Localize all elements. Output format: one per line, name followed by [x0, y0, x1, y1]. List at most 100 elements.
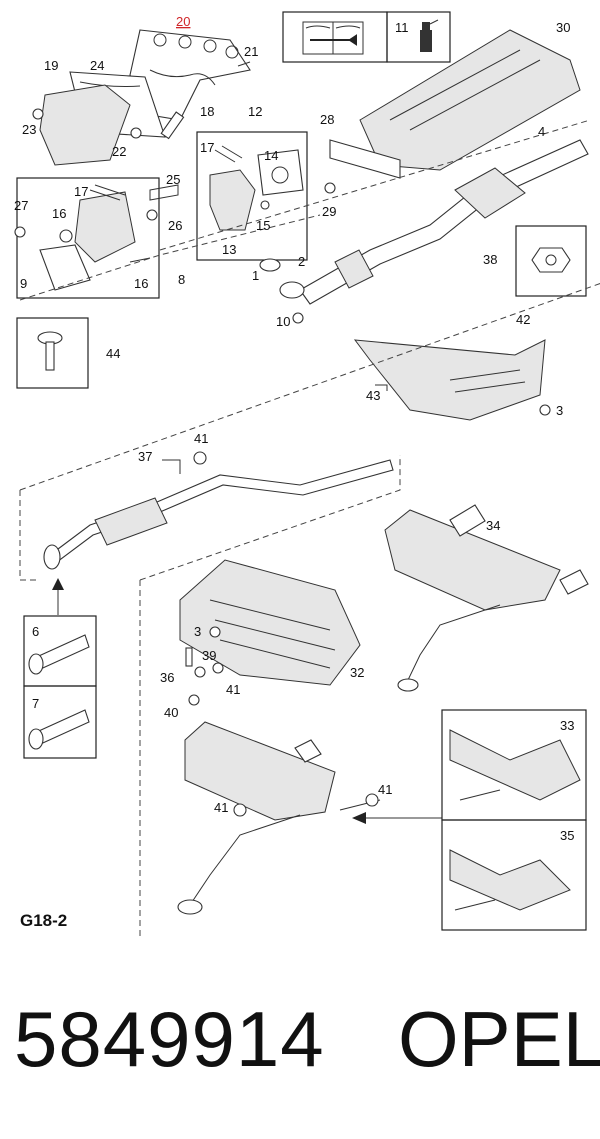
bolt-26 — [146, 209, 158, 221]
clip-3-upper — [539, 404, 551, 416]
heat-shield-30 — [359, 29, 581, 171]
clip-3-mid — [209, 626, 221, 638]
clip-43 — [375, 384, 388, 391]
bolt-44 — [37, 331, 63, 371]
rear-muffler-main — [177, 721, 381, 915]
fasteners-35-41 — [185, 647, 224, 706]
callout-2: 2 — [298, 254, 305, 269]
muffler-variant-32 — [449, 729, 581, 801]
callout-16: 16 — [52, 206, 66, 221]
callout-33: 34 — [486, 518, 500, 533]
nut-27 — [14, 226, 26, 238]
callout-20: 20 — [176, 14, 190, 29]
callout-12: 14 — [264, 148, 278, 163]
callout-14: 16 — [134, 276, 148, 291]
front-pipe-catalyst-4 — [299, 139, 589, 305]
callout-41-c: 41 — [214, 800, 228, 815]
rear-muffler-33 — [384, 504, 589, 692]
callout-28: 28 — [320, 112, 334, 127]
gasket-1-2 — [259, 258, 305, 299]
callout-15: 13 — [222, 242, 236, 257]
exhaust-manifold — [129, 29, 251, 121]
kit-box-6 — [23, 685, 97, 759]
callout-41-a: 41 — [226, 682, 240, 697]
callout-39: 40 — [164, 705, 178, 720]
heat-shield-31 — [179, 559, 361, 686]
callout-21: 21 — [244, 44, 258, 59]
callout-35: 36 — [160, 670, 174, 685]
callout-42: 42 — [516, 312, 530, 327]
callout-labels: 20 11 30 21 19 24 18 12 28 4 23 22 17 14… — [14, 14, 574, 930]
callout-9: 12 — [248, 104, 262, 119]
pointer-head — [352, 812, 366, 824]
bracket-28 — [329, 139, 401, 179]
spray-can-icon — [420, 19, 439, 52]
callout-25: 25 — [166, 172, 180, 187]
callout-8: 11 — [395, 20, 409, 35]
callout-31: 32 — [350, 665, 364, 680]
rubber-41-left — [233, 803, 247, 817]
bolt-23 — [32, 108, 44, 120]
callout-3-a: 3 — [556, 403, 563, 418]
bolt-29 — [324, 182, 336, 194]
callout-7: 10 — [276, 314, 290, 329]
callout-37: 38 — [483, 252, 497, 267]
nut-7 — [292, 312, 304, 324]
callout-44: 44 — [106, 346, 120, 361]
center-pipe — [43, 459, 394, 570]
bracket-25 — [149, 184, 179, 201]
kit-box-10 — [16, 177, 160, 299]
clamp-5 — [28, 634, 90, 675]
nut-22 — [130, 127, 142, 139]
kit-box-44 — [16, 317, 89, 389]
callout-17-a: 17 — [200, 140, 214, 155]
callout-5: 6 — [32, 624, 39, 639]
brand-name: OPEL — [398, 995, 600, 1083]
kit-box-9 — [196, 131, 308, 261]
callout-18: 18 — [200, 104, 214, 119]
assembly-guide-left — [19, 283, 600, 581]
catalyst-kit-10 — [39, 184, 151, 291]
clamp-6 — [28, 709, 90, 750]
callout-19: 19 — [44, 58, 58, 73]
callout-23: 23 — [22, 122, 36, 137]
hanger-36 — [162, 459, 181, 474]
repair-manual-icon — [302, 21, 364, 55]
kit-box-34 — [441, 819, 587, 931]
rubber-40 — [193, 451, 207, 465]
heat-shield-42 — [353, 339, 546, 421]
heat-shield-manifold — [39, 84, 131, 166]
callout-41-b: 41 — [378, 782, 392, 797]
oxygen-sensor-18 — [160, 111, 185, 140]
callout-32: 33 — [560, 718, 574, 733]
stud-21 — [237, 61, 251, 67]
arrow-head — [52, 578, 64, 590]
callout-17-b: 17 — [74, 184, 88, 199]
assembly-guide-top — [19, 119, 591, 301]
nut-37 — [531, 247, 571, 273]
catalyst-kit-9 — [209, 145, 304, 231]
muffler-variant-34 — [449, 849, 571, 911]
callout-11: 9 — [20, 276, 27, 291]
callout-3-b: 3 — [194, 624, 201, 639]
section-code: G18-2 — [20, 911, 67, 930]
exhaust-parts-diagram: 20 11 30 21 19 24 18 12 28 4 23 22 17 14… — [14, 11, 600, 940]
callout-40: 41 — [194, 431, 208, 446]
callout-22: 22 — [112, 144, 126, 159]
callout-13: 15 — [256, 218, 270, 233]
rubber-41-right — [365, 793, 379, 807]
callout-6: 7 — [32, 696, 39, 711]
callout-43: 43 — [366, 388, 380, 403]
part-number: 5849914 — [14, 995, 325, 1083]
callout-38: 39 — [202, 648, 216, 663]
callout-29: 29 — [322, 204, 336, 219]
assembly-guide-center — [139, 455, 401, 940]
info-box-group — [282, 11, 451, 63]
callout-10: 8 — [178, 272, 185, 287]
callout-26: 26 — [168, 218, 182, 233]
callout-36: 37 — [138, 449, 152, 464]
callout-24: 24 — [90, 58, 104, 73]
callout-4: 4 — [538, 124, 545, 139]
callout-1: 1 — [252, 268, 259, 283]
callout-30: 30 — [556, 20, 570, 35]
